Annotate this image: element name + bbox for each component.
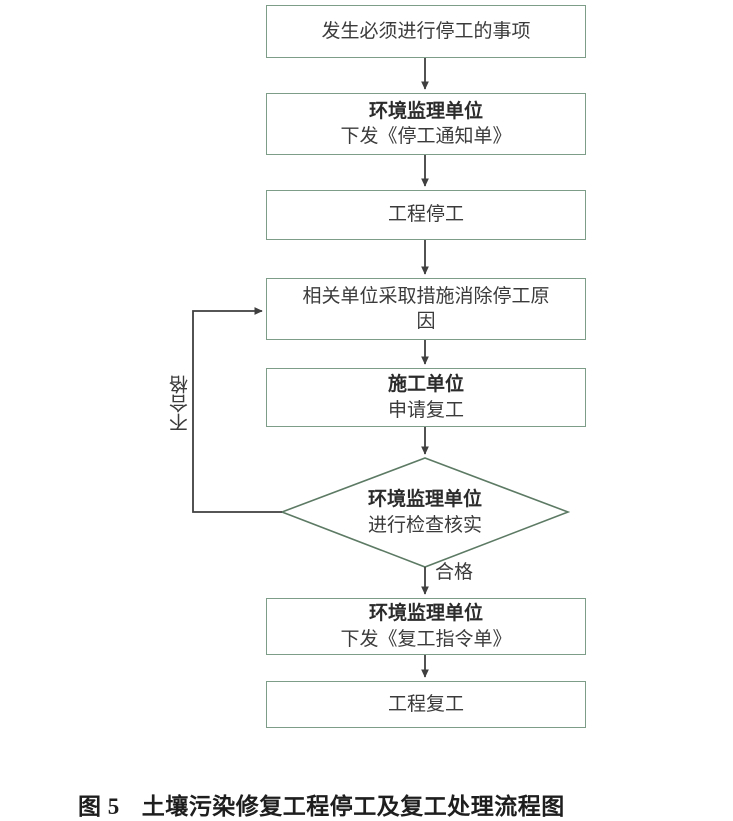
node-line: 环境监理单位 [368, 603, 483, 625]
node-line: 环境监理单位 [368, 100, 483, 122]
node-line: 下发《复工指令单》 [340, 628, 512, 650]
node-line: 相关单位采取措施消除停工原 [302, 285, 550, 307]
figure-caption-text: 土壤污染修复工程停工及复工处理流程图 [141, 794, 565, 819]
edge-label-fail: 不合格 [170, 375, 191, 432]
edge-n6-n4-fail-loop [192, 307, 282, 513]
node-line: 下发《停工通知单》 [340, 126, 512, 147]
node-line: 工程停工 [387, 204, 464, 226]
node-supervisor-issue-stop-notice[interactable]: 环境监理单位 下发《停工通知单》 [266, 93, 586, 155]
node-line: 发生必须进行停工的事项 [321, 20, 531, 42]
edge-label-pass: 合格 [435, 562, 474, 583]
node-line: 工程复工 [387, 693, 464, 715]
node-units-remove-cause[interactable]: 相关单位采取措施消除停工原 因 [266, 278, 586, 340]
node-line: 施工单位 [387, 374, 464, 396]
figure-caption: 图 5 土壤污染修复工程停工及复工处理流程图 [78, 787, 565, 821]
node-project-resumed[interactable]: 工程复工 [266, 681, 586, 728]
node-line: 申请复工 [387, 399, 464, 421]
node-project-suspended[interactable]: 工程停工 [266, 190, 586, 240]
decision-diamond-shape [279, 457, 571, 568]
node-line: 因 [416, 311, 436, 332]
figure-caption-number: 图 5 [78, 794, 120, 819]
node-contractor-apply-resume[interactable]: 施工单位 申请复工 [266, 368, 586, 427]
node-stoppage-event[interactable]: 发生必须进行停工的事项 [266, 5, 586, 58]
node-supervisor-issue-resume-order[interactable]: 环境监理单位 下发《复工指令单》 [266, 598, 586, 655]
